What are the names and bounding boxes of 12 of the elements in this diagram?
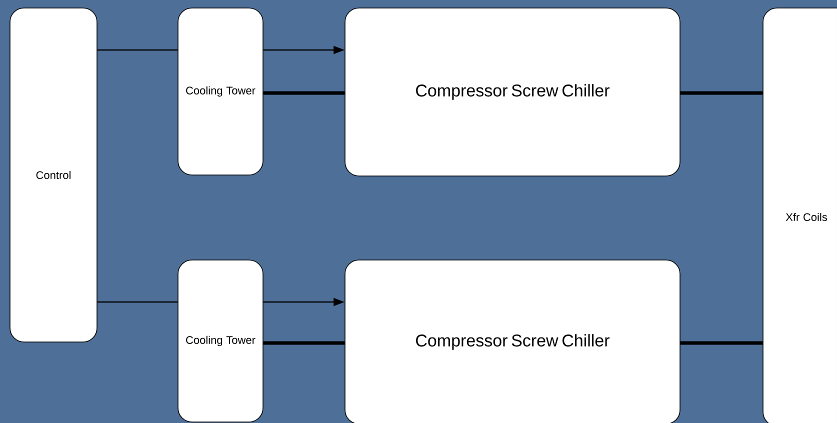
connector [263,91,345,95]
process-box: Compressor Screw Chiller [344,8,680,176]
connector [97,301,178,303]
process-box: Control [10,8,98,342]
process-box: Cooling Tower [178,260,264,422]
process-box: Xfr Coils [762,8,837,423]
connector [97,49,178,51]
connector [680,91,763,95]
connector [680,341,763,345]
connector [263,341,345,345]
process-box: Compressor Screw Chiller [344,260,680,423]
process-box: Cooling Tower [178,8,264,176]
